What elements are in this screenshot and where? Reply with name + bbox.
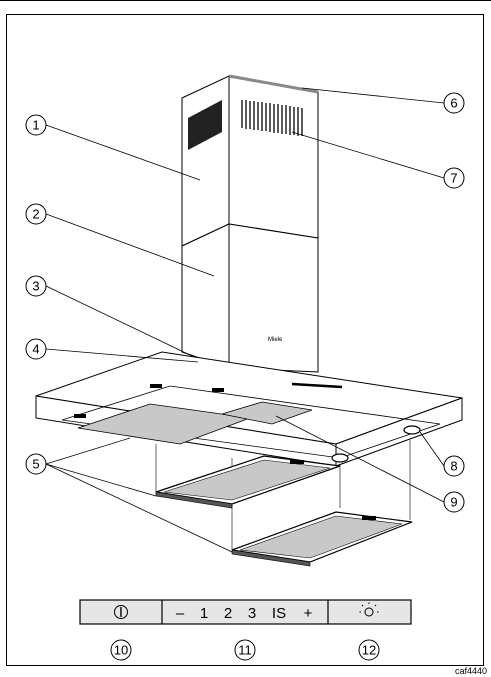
svg-text:11: 11 bbox=[238, 643, 252, 658]
reference-code: caf4440 bbox=[455, 666, 487, 676]
light-left bbox=[332, 454, 348, 462]
svg-text:1: 1 bbox=[32, 118, 39, 133]
fan-plus[interactable]: + bbox=[304, 605, 313, 622]
callout-4: 4 bbox=[26, 339, 46, 359]
callout-7: 7 bbox=[444, 168, 464, 188]
callout-6: 6 bbox=[444, 93, 464, 113]
callout-5: 5 bbox=[26, 454, 46, 474]
power-symbol: I bbox=[119, 604, 123, 621]
brand-label: Miele bbox=[268, 337, 283, 343]
filter-clip-2 bbox=[212, 388, 224, 392]
svg-text:7: 7 bbox=[450, 171, 457, 186]
control-panel bbox=[80, 600, 411, 624]
svg-text:8: 8 bbox=[450, 459, 457, 474]
removed-filter-upper bbox=[156, 456, 340, 508]
callout-8: 8 bbox=[444, 456, 464, 476]
callout-1: 1 bbox=[26, 115, 46, 135]
svg-text:10: 10 bbox=[114, 643, 128, 658]
light-right bbox=[404, 426, 420, 434]
filter-clip-3 bbox=[74, 414, 86, 418]
svg-text:2: 2 bbox=[32, 207, 39, 222]
callout-2: 2 bbox=[26, 204, 46, 224]
fan-intensive[interactable]: IS bbox=[272, 605, 286, 622]
svg-text:6: 6 bbox=[450, 96, 457, 111]
filter-clip-1 bbox=[150, 384, 162, 388]
fan-level-1[interactable]: 1 bbox=[200, 605, 208, 622]
callout-11: 11 bbox=[235, 640, 255, 660]
svg-text:12: 12 bbox=[362, 643, 376, 658]
fan-level-3[interactable]: 3 bbox=[248, 605, 256, 622]
fan-level-2[interactable]: 2 bbox=[224, 605, 232, 622]
svg-text:3: 3 bbox=[32, 279, 39, 294]
fan-minus[interactable]: – bbox=[176, 605, 185, 622]
svg-text:9: 9 bbox=[450, 495, 457, 510]
svg-text:4: 4 bbox=[32, 342, 39, 357]
callout-3: 3 bbox=[26, 276, 46, 296]
callout-10: 10 bbox=[111, 640, 131, 660]
svg-text:5: 5 bbox=[32, 457, 39, 472]
removed-filter-lower bbox=[232, 512, 412, 566]
callout-9: 9 bbox=[444, 492, 464, 512]
callout-12: 12 bbox=[359, 640, 379, 660]
lower-chimney bbox=[182, 224, 318, 372]
